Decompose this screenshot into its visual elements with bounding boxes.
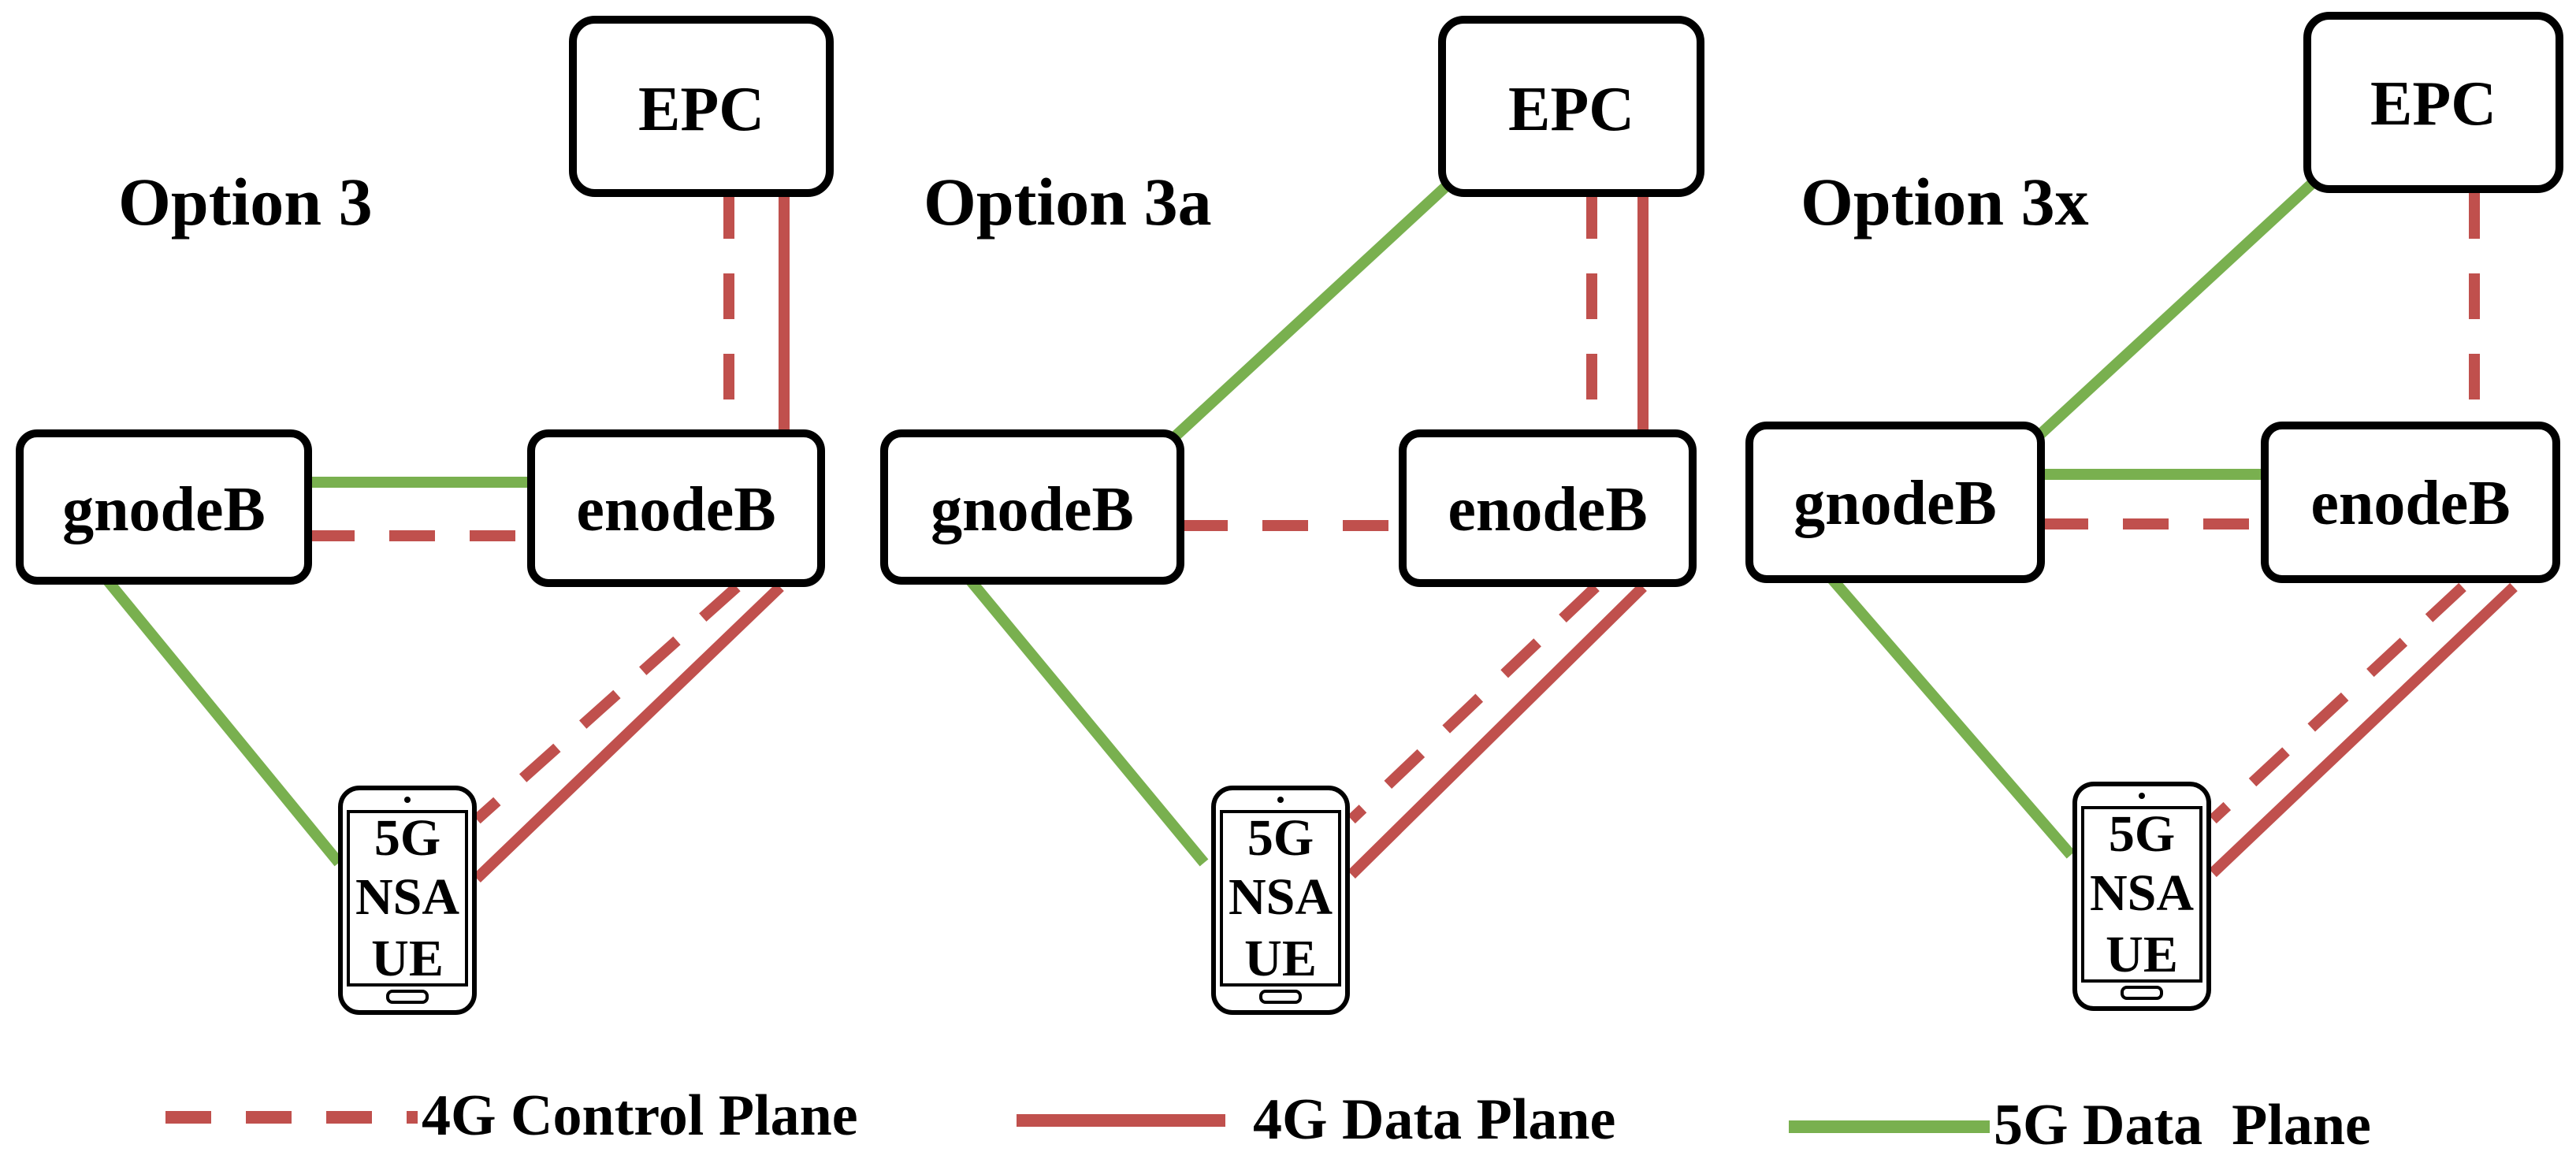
option-3-epc-label: EPC [638, 75, 764, 144]
legend-5g-data-label: 5G Data Plane [1994, 1093, 2371, 1157]
option-3a-enb-ue-data-line [1347, 583, 1647, 879]
option-3x-ue-line-2: NSA [2090, 864, 2194, 922]
option-3-epc-box [569, 16, 834, 197]
option-3-enodeb-box [527, 429, 825, 587]
option-3-ue-line-1: 5G [374, 809, 440, 867]
option-3a-gnodeb-box [880, 429, 1184, 585]
option-3a-epc-label: EPC [1508, 75, 1634, 144]
option-3a-panel: Option 3a EPC gnodeB enodeB 5G NSA UE [880, 16, 1704, 1015]
option-3-gnodeb-box [16, 429, 312, 585]
option-3-gnodeb-label: gnodeB [62, 475, 266, 544]
option-3-ue-phone: 5G NSA UE [338, 786, 477, 1015]
option-3a-gnb-ue-5g-line [965, 575, 1209, 867]
option-3a-ue-line-3: UE [1244, 930, 1317, 987]
option-3x-ue-phone: 5G NSA UE [2072, 782, 2211, 1011]
legend-4g-control-label: 4G Control Plane [422, 1083, 858, 1148]
option-3a-gnodeb-label: gnodeB [931, 475, 1134, 544]
option-3x-ue-line-3: UE [2106, 926, 2178, 983]
option-3a-epc-box [1438, 16, 1704, 197]
option-3-phone-screen [347, 810, 468, 987]
option-3x-enb-ue-control-line [2209, 582, 2466, 824]
option-3x-enodeb-box [2261, 422, 2560, 583]
option-3x-phone-screen [2081, 806, 2202, 983]
option-3x-epc-gnb-5g-line [2033, 178, 2317, 442]
option-3x-gnodeb-box [1745, 422, 2045, 583]
option-3a-enodeb-box [1399, 429, 1697, 587]
option-3-phone-home-button-icon [386, 990, 429, 1004]
option-3a-enb-ue-control-line [1347, 582, 1600, 824]
option-3-enb-ue-data-line [473, 582, 784, 883]
option-3x-panel: Option 3x EPC gnodeB enodeB 5G NSA UE [1745, 12, 2563, 1011]
option-3x-gnodeb-label: gnodeB [1794, 469, 1997, 538]
option-3a-ue-line-2: NSA [1229, 868, 1333, 926]
option-3-gnb-ue-5g-line [102, 575, 344, 867]
option-3x-enodeb-label: enodeB [2310, 469, 2510, 538]
option-3x-enb-ue-data-line [2209, 582, 2518, 878]
option-3-enodeb-label: enodeB [576, 475, 775, 544]
option-3-phone-camera-icon [404, 797, 411, 803]
option-3-title: Option 3 [118, 164, 373, 240]
option-3a-enodeb-label: enodeB [1448, 475, 1647, 544]
option-3a-phone-screen [1220, 810, 1341, 987]
option-3-phone-icon [338, 786, 477, 1015]
option-3x-phone-camera-icon [2139, 793, 2145, 799]
option-3a-ue-phone: 5G NSA UE [1211, 786, 1350, 1015]
legend-4g-data-label: 4G Data Plane [1253, 1087, 1615, 1152]
option-3x-epc-box [2303, 12, 2563, 193]
option-3a-phone-camera-icon [1277, 797, 1284, 803]
option-3a-phone-icon [1211, 786, 1350, 1015]
legend: 4G Control Plane 4G Data Plane 5G Data P… [165, 1083, 2371, 1157]
option-3a-title: Option 3a [924, 164, 1212, 240]
option-3-ue-line-3: UE [371, 930, 444, 987]
option-3x-phone-home-button-icon [2121, 986, 2163, 1000]
option-3-ue-line-2: NSA [355, 868, 459, 926]
option-3a-ue-line-1: 5G [1247, 809, 1314, 867]
option-3x-ue-line-1: 5G [2109, 805, 2175, 863]
option-3-panel: Option 3 EPC gnodeB enodeB 5G NSA UE [16, 16, 834, 1015]
option-3a-phone-home-button-icon [1259, 990, 1302, 1004]
option-3x-gnb-ue-5g-line [1827, 575, 2076, 859]
option-3x-epc-label: EPC [2370, 69, 2496, 139]
option-3-enb-ue-control-line [473, 582, 741, 824]
option-3x-phone-icon [2072, 782, 2211, 1011]
option-3x-title: Option 3x [1801, 164, 2089, 240]
option-3a-epc-gnb-5g-line [1170, 178, 1454, 442]
